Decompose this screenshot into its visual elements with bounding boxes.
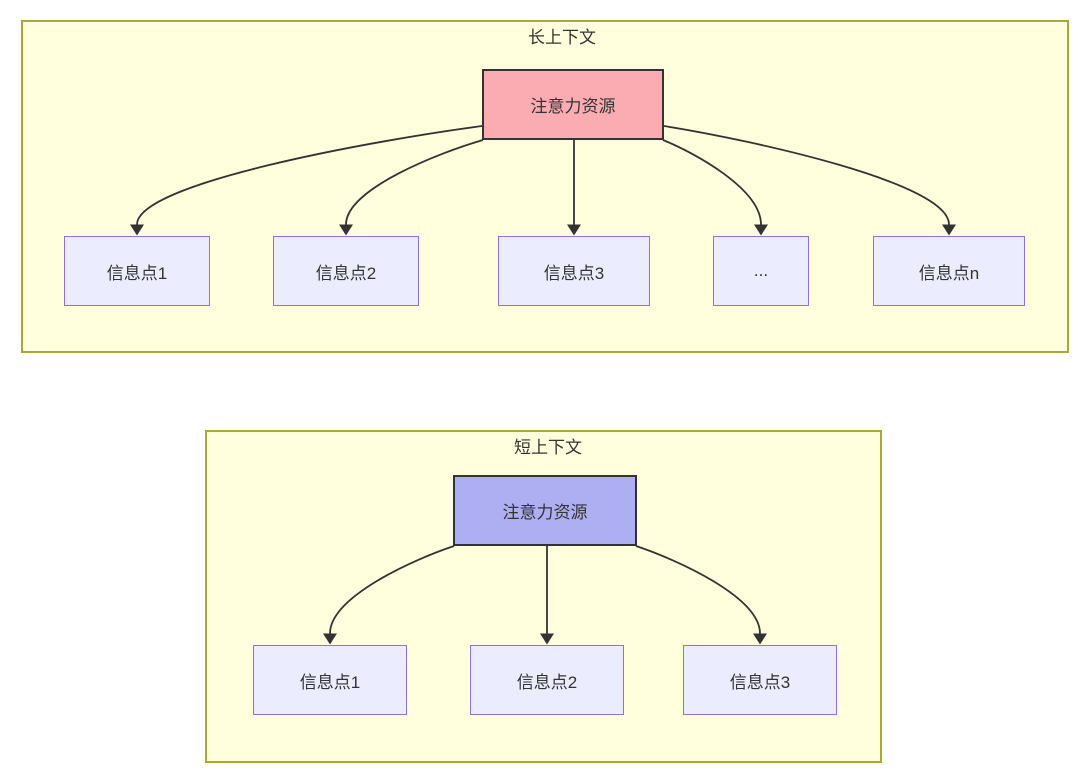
info-node-label: ... (753, 261, 769, 280)
info-node-long-2: 信息点2 (273, 236, 419, 306)
info-node-label: 信息点3 (543, 263, 605, 283)
info-node-label: 信息点2 (315, 263, 377, 283)
info-node-label: 信息点1 (299, 672, 361, 692)
info-node-long-1: 信息点1 (64, 236, 210, 306)
info-node-label: 信息点n (918, 263, 980, 283)
info-node-label: 信息点1 (106, 263, 168, 283)
attention-node-short: 注意力资源 (453, 475, 637, 546)
info-node-short-2: 信息点2 (470, 645, 624, 715)
info-node-long-4: ... (713, 236, 809, 306)
attention-node-long: 注意力资源 (482, 69, 664, 140)
attention-node-short-label: 注意力资源 (502, 503, 588, 522)
info-node-long-5: 信息点n (873, 236, 1025, 306)
attention-node-long-label: 注意力资源 (530, 97, 616, 116)
info-node-long-3: 信息点3 (498, 236, 650, 306)
info-node-label: 信息点2 (516, 672, 578, 692)
info-node-short-1: 信息点1 (253, 645, 407, 715)
cluster-long-title: 长上下文 (528, 28, 596, 47)
cluster-short-title: 短上下文 (514, 438, 582, 457)
info-node-label: 信息点3 (729, 672, 791, 692)
info-node-short-3: 信息点3 (683, 645, 837, 715)
